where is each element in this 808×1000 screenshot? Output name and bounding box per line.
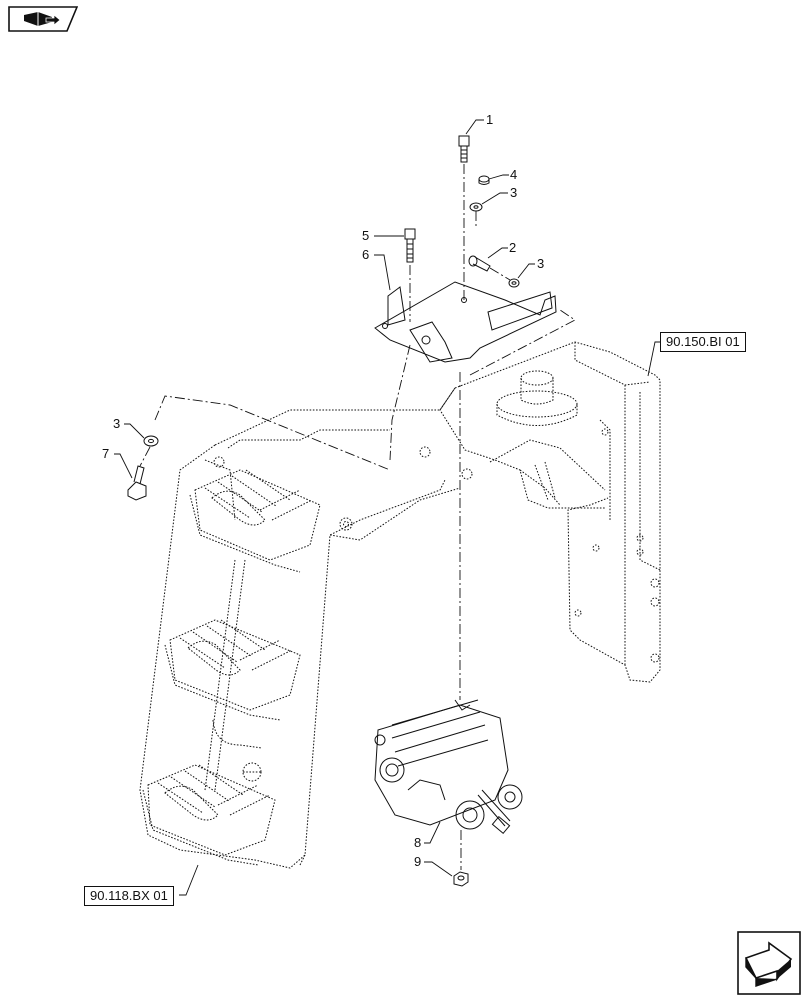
callout-3-left: 3: [113, 416, 120, 431]
bolt-item-1: [458, 135, 470, 163]
callout-5: 5: [362, 228, 369, 243]
callout-2: 2: [509, 240, 516, 255]
nut-item-4: [478, 175, 490, 185]
step-tread-1: [189, 469, 321, 573]
control-valve: [374, 699, 523, 835]
bolt-item-2: [468, 255, 491, 272]
callout-labels: 1 2 3 3 3 4 5 6 7 8 9: [102, 112, 544, 869]
callout-3-top: 3: [510, 185, 517, 200]
callout-6: 6: [362, 247, 369, 262]
step-tread-2: [164, 619, 301, 721]
washer-item-3-top: [469, 202, 483, 212]
view-orientation-icon[interactable]: [8, 6, 79, 32]
bolt-item-5: [404, 228, 416, 263]
step-tread-3: [142, 764, 276, 866]
leader-lines: [114, 119, 660, 896]
callout-8: 8: [414, 835, 421, 850]
callout-9: 9: [414, 854, 421, 869]
reference-frame-link[interactable]: 90.150.BI 01: [660, 332, 746, 352]
bolt-item-7: [127, 465, 147, 501]
assembly-lines: [139, 164, 576, 870]
callout-7: 7: [102, 446, 109, 461]
next-page-arrow-icon[interactable]: [737, 931, 801, 995]
cover-plate: [374, 281, 557, 363]
step-ladder: [139, 387, 461, 869]
callout-4: 4: [510, 167, 517, 182]
callout-3-right: 3: [537, 256, 544, 271]
nut-item-9: [453, 871, 469, 887]
washer-item-3-left: [143, 435, 159, 447]
reference-steps-link[interactable]: 90.118.BX 01: [84, 886, 174, 906]
washer-item-3-right: [508, 278, 520, 288]
frame-bracket: [439, 341, 661, 683]
callout-1: 1: [486, 112, 493, 127]
